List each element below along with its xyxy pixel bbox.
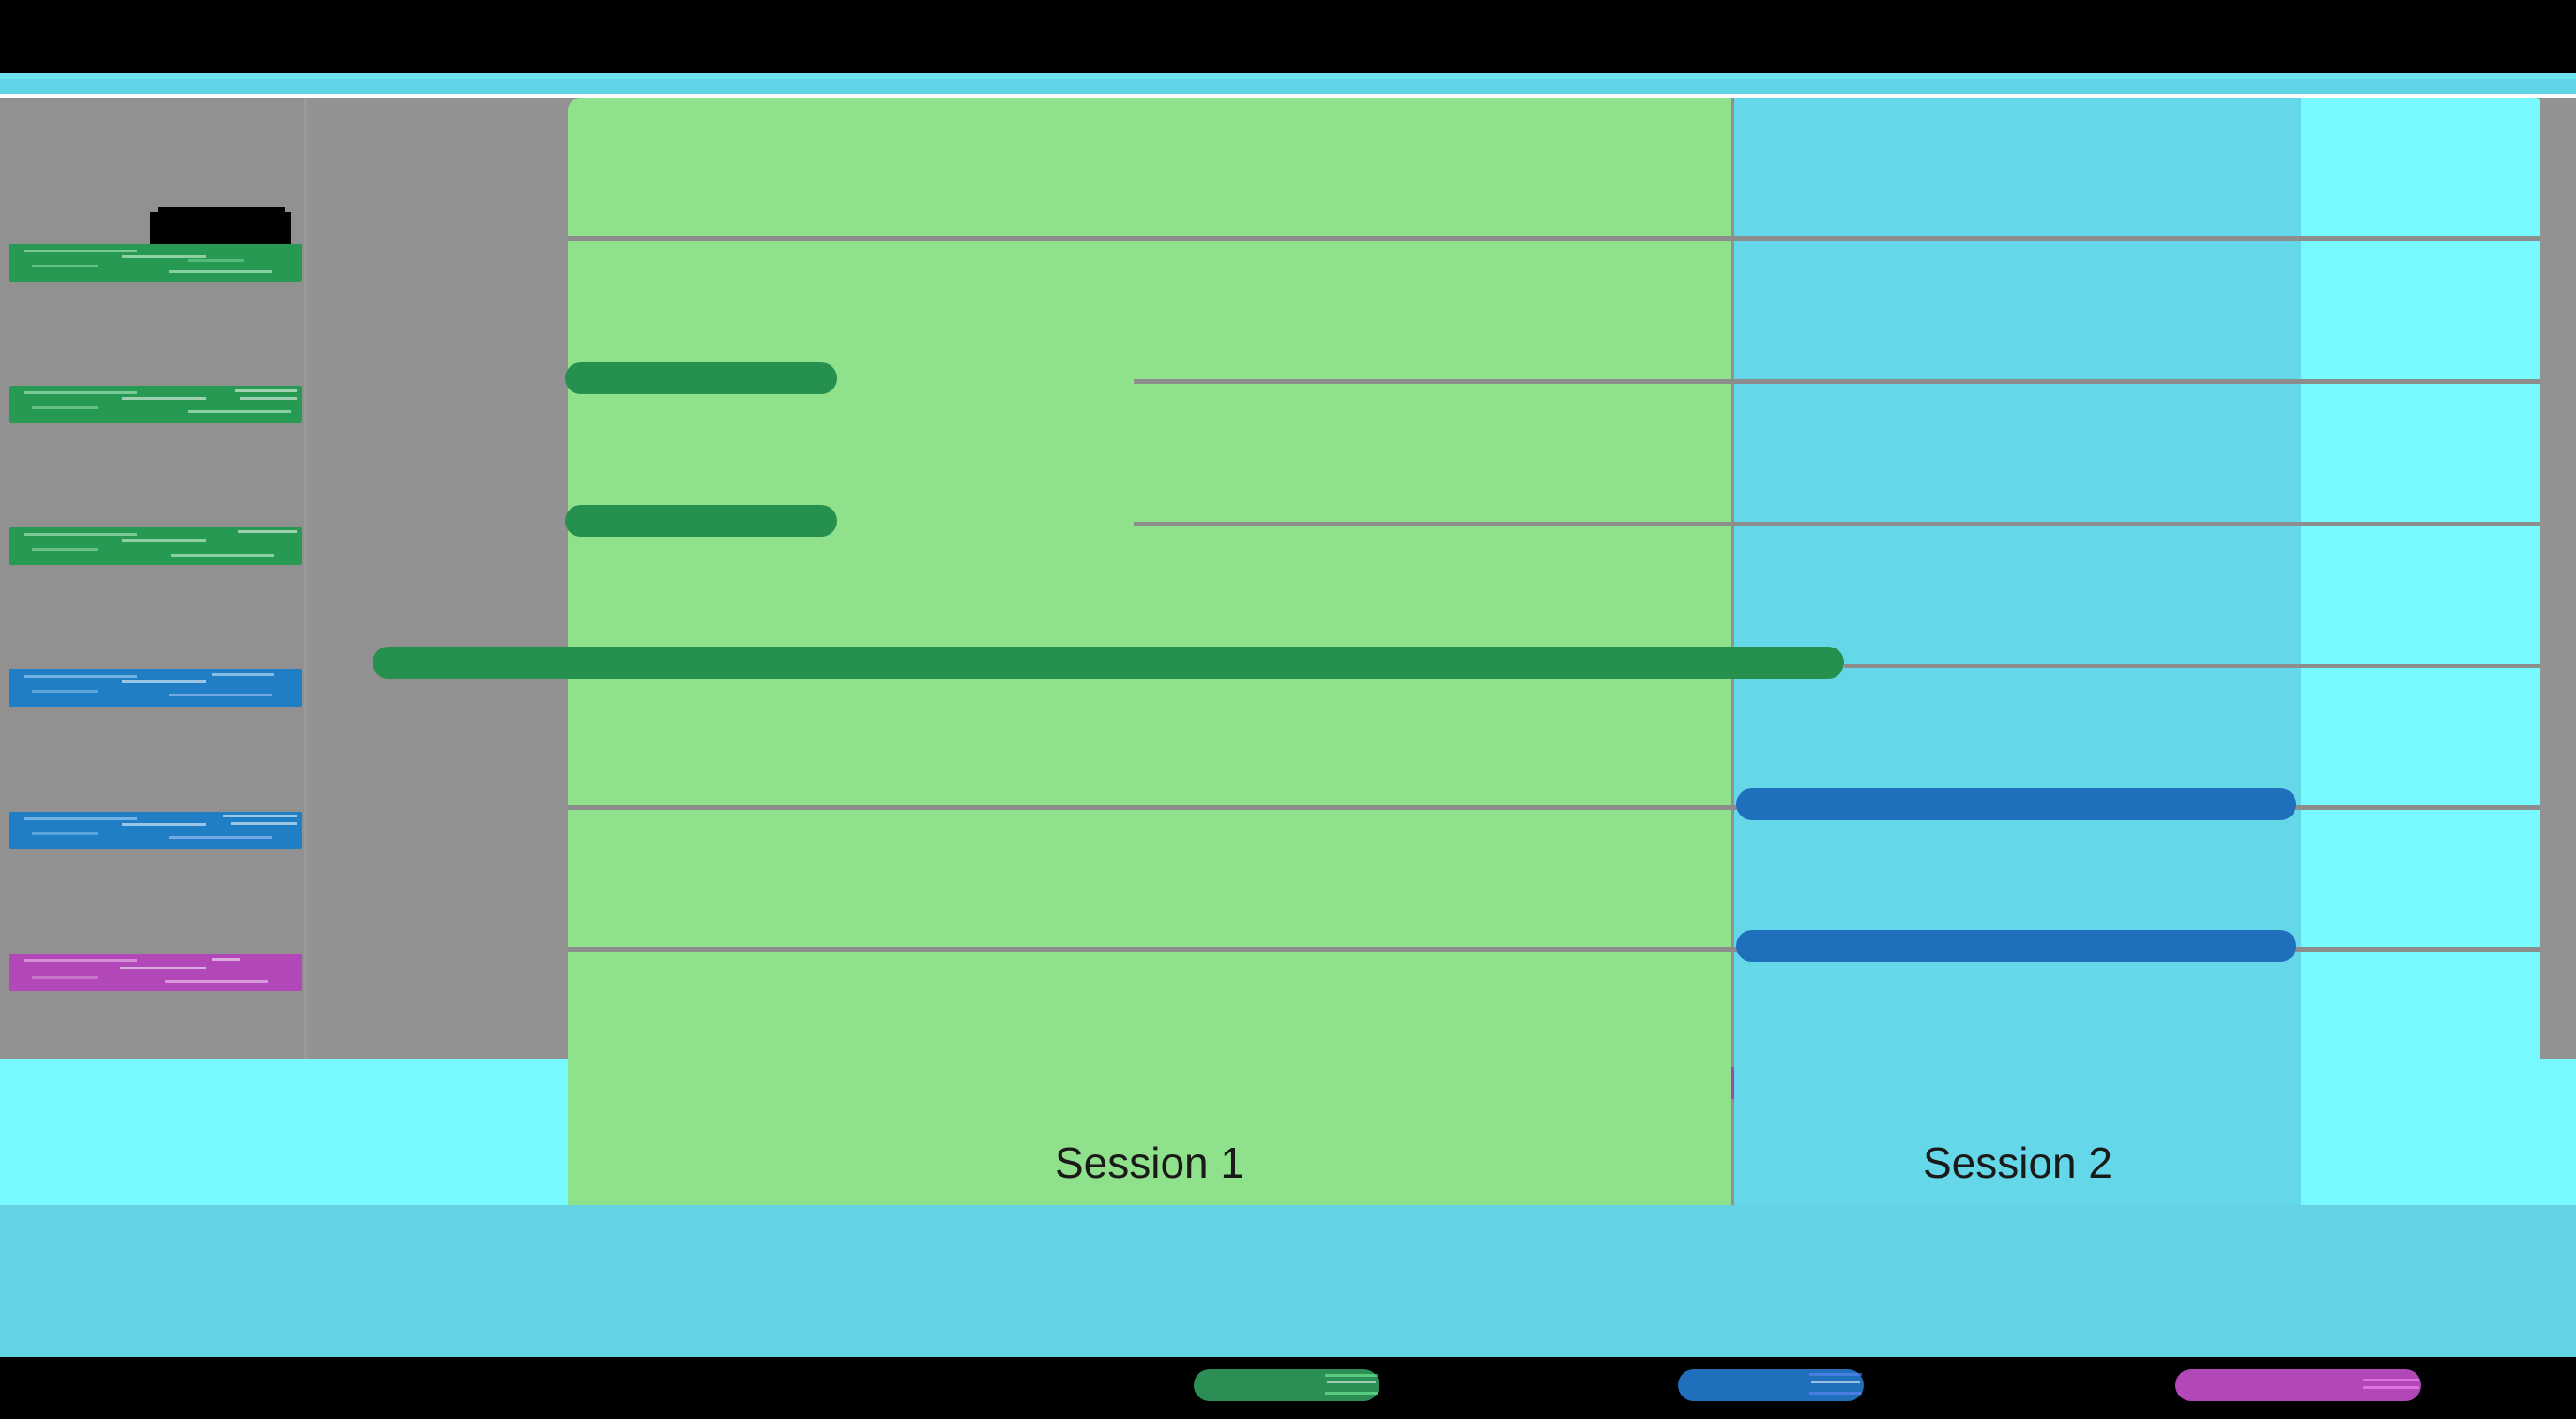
row-label-1[interactable] [9, 386, 302, 423]
right-gray-pane [2540, 98, 2576, 1059]
gutter-divider [304, 98, 307, 1059]
ribbon-divider [0, 94, 2576, 98]
cyan-ribbon-highlight [0, 73, 2576, 79]
connector-row-1 [1134, 522, 2540, 526]
gantt-bar-0[interactable] [565, 362, 837, 394]
connector-row-0 [1134, 379, 2540, 384]
footer-teal-block [0, 1205, 2576, 1357]
row-label-4[interactable] [9, 812, 302, 849]
row-label-2[interactable] [9, 527, 302, 565]
session-1-label: Session 1 [1054, 1138, 1244, 1187]
gantt-chart-panel [0, 98, 2576, 1205]
top-black-strip [0, 0, 2576, 73]
chart-title-redacted-cap [158, 207, 285, 217]
legend-swatch-green[interactable] [1194, 1369, 1379, 1401]
row-label-0[interactable] [9, 244, 302, 282]
footer-black-bar [0, 1357, 2576, 1419]
legend-swatch-blue[interactable] [1678, 1369, 1864, 1401]
session-2-label: Session 2 [1922, 1138, 2112, 1187]
legend-swatch-magenta[interactable] [2175, 1369, 2421, 1401]
connector-row-3 [568, 805, 2540, 810]
session-band-3 [2301, 98, 2540, 1205]
row-label-5[interactable] [9, 954, 302, 991]
connector-row-4 [568, 947, 2540, 952]
connector-row-2 [1844, 664, 2540, 668]
grid-rule [568, 236, 2540, 241]
gantt-bar-1[interactable] [565, 505, 837, 537]
gantt-bar-4[interactable] [1736, 930, 2296, 962]
row-label-3[interactable] [9, 669, 302, 707]
gantt-bar-2[interactable] [373, 647, 1844, 679]
gantt-bar-3[interactable] [1736, 788, 2296, 820]
